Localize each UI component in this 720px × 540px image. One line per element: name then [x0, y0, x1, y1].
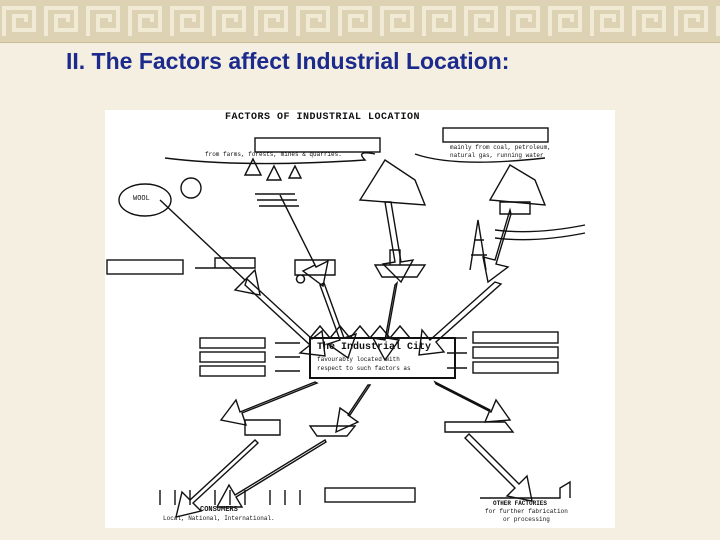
trees-icon — [245, 159, 301, 180]
figure-heading: FACTORS OF INDUSTRIAL LOCATION — [225, 112, 420, 123]
raw-materials-note: from farms, forests, mines & quarries. — [205, 151, 342, 158]
lower-truck-icon — [245, 420, 280, 435]
other-factories-icon — [480, 482, 570, 498]
arrow-pylon-to-city — [419, 282, 501, 355]
consumers-scope: Local, National, International. — [163, 515, 275, 522]
decorative-top-band — [0, 0, 720, 43]
other-factories-label: OTHER FACTORIES — [493, 500, 547, 507]
industrial-city-line1: favourably located with — [317, 356, 400, 363]
bottom-blank-box — [325, 488, 415, 502]
arrow-city-to-train — [435, 382, 510, 422]
locomotive-icon — [195, 258, 255, 268]
industrial-city-title: The Industrial City — [317, 342, 431, 353]
power-note-line2: natural gas, running water — [450, 152, 544, 159]
greek-key-pattern — [0, 0, 720, 42]
left-factor-arrows — [275, 343, 300, 371]
left-factor-box-1 — [200, 338, 265, 348]
factory-roof-icon — [310, 326, 410, 338]
wool-label: WOOL — [133, 195, 150, 203]
arrow-rail-to-city — [245, 279, 325, 356]
right-factor-arrows — [447, 338, 467, 368]
cotton-icon — [181, 178, 201, 198]
arrow-city-to-truck — [221, 382, 317, 425]
arrow-power-to-pylon — [483, 210, 511, 282]
arrow-city-to-ship — [336, 385, 370, 432]
industrial-city-line2: respect to such factors as — [317, 365, 411, 372]
power-blank-box — [443, 128, 548, 142]
transport-blank-box — [107, 260, 183, 274]
arrow-forest-to-truck — [280, 195, 328, 286]
power-note-line1: mainly from coal, petroleum, — [450, 144, 551, 151]
other-factories-line2: or processing — [503, 516, 550, 523]
coal-mine-icon — [490, 165, 545, 205]
mountain-quarry-icon — [360, 160, 425, 205]
logs-icon — [255, 194, 299, 206]
right-factor-box-1 — [473, 332, 558, 343]
left-factor-box-2 — [200, 352, 265, 362]
left-factor-box-3 — [200, 366, 265, 376]
power-lines-icon — [495, 225, 585, 240]
other-factories-line1: for further fabrication — [485, 508, 568, 515]
power-pylon-icon — [470, 220, 487, 270]
right-factor-box-3 — [473, 362, 558, 373]
slide-title: II. The Factors affect Industrial Locati… — [66, 48, 509, 75]
right-factor-box-2 — [473, 347, 558, 358]
arrow-ship-to-consumers — [217, 440, 326, 507]
diagram-drawing — [105, 110, 615, 528]
arrow-train-to-factories — [465, 434, 532, 501]
lower-train-icon — [445, 422, 513, 432]
consumers-label: CONSUMERS — [200, 506, 238, 514]
arrow-wool-to-rail — [160, 200, 260, 295]
industrial-location-diagram: FACTORS OF INDUSTRIAL LOCATION from farm… — [105, 110, 615, 528]
arrow-quarry-to-ship — [383, 202, 413, 282]
raw-materials-blank-box — [255, 138, 380, 152]
lower-ship-icon — [310, 426, 355, 436]
